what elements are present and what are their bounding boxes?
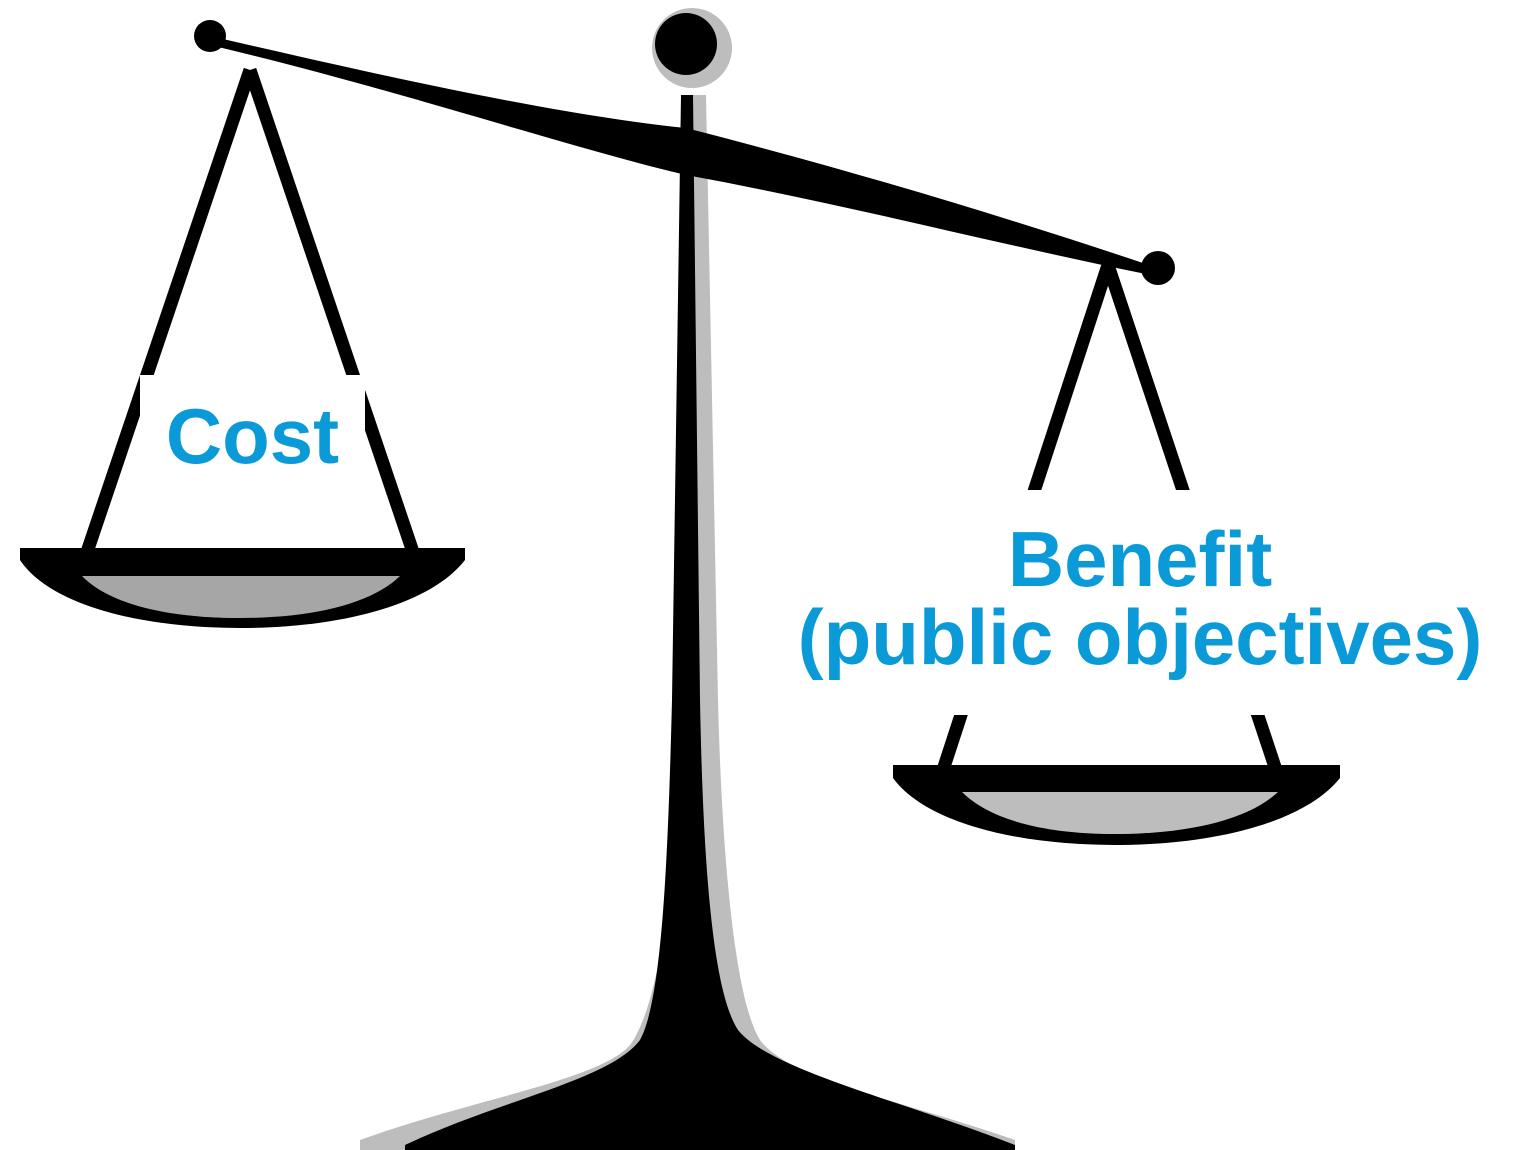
beam-end-left: [194, 20, 226, 52]
left-string-2: [243, 67, 421, 558]
beam: [210, 36, 1158, 276]
right-pan-inner: [962, 792, 1278, 834]
cost-label: Cost: [140, 375, 365, 497]
left-pan-inner: [82, 576, 400, 618]
left-string-1: [79, 67, 257, 558]
benefit-label-line2: (public objectives): [797, 593, 1483, 681]
stand: [405, 95, 1015, 1150]
benefit-label: Benefit (public objectives): [760, 490, 1520, 715]
beam-end-right: [1141, 251, 1175, 285]
benefit-label-line1: Benefit: [1007, 515, 1273, 603]
top-knob: [655, 13, 717, 75]
